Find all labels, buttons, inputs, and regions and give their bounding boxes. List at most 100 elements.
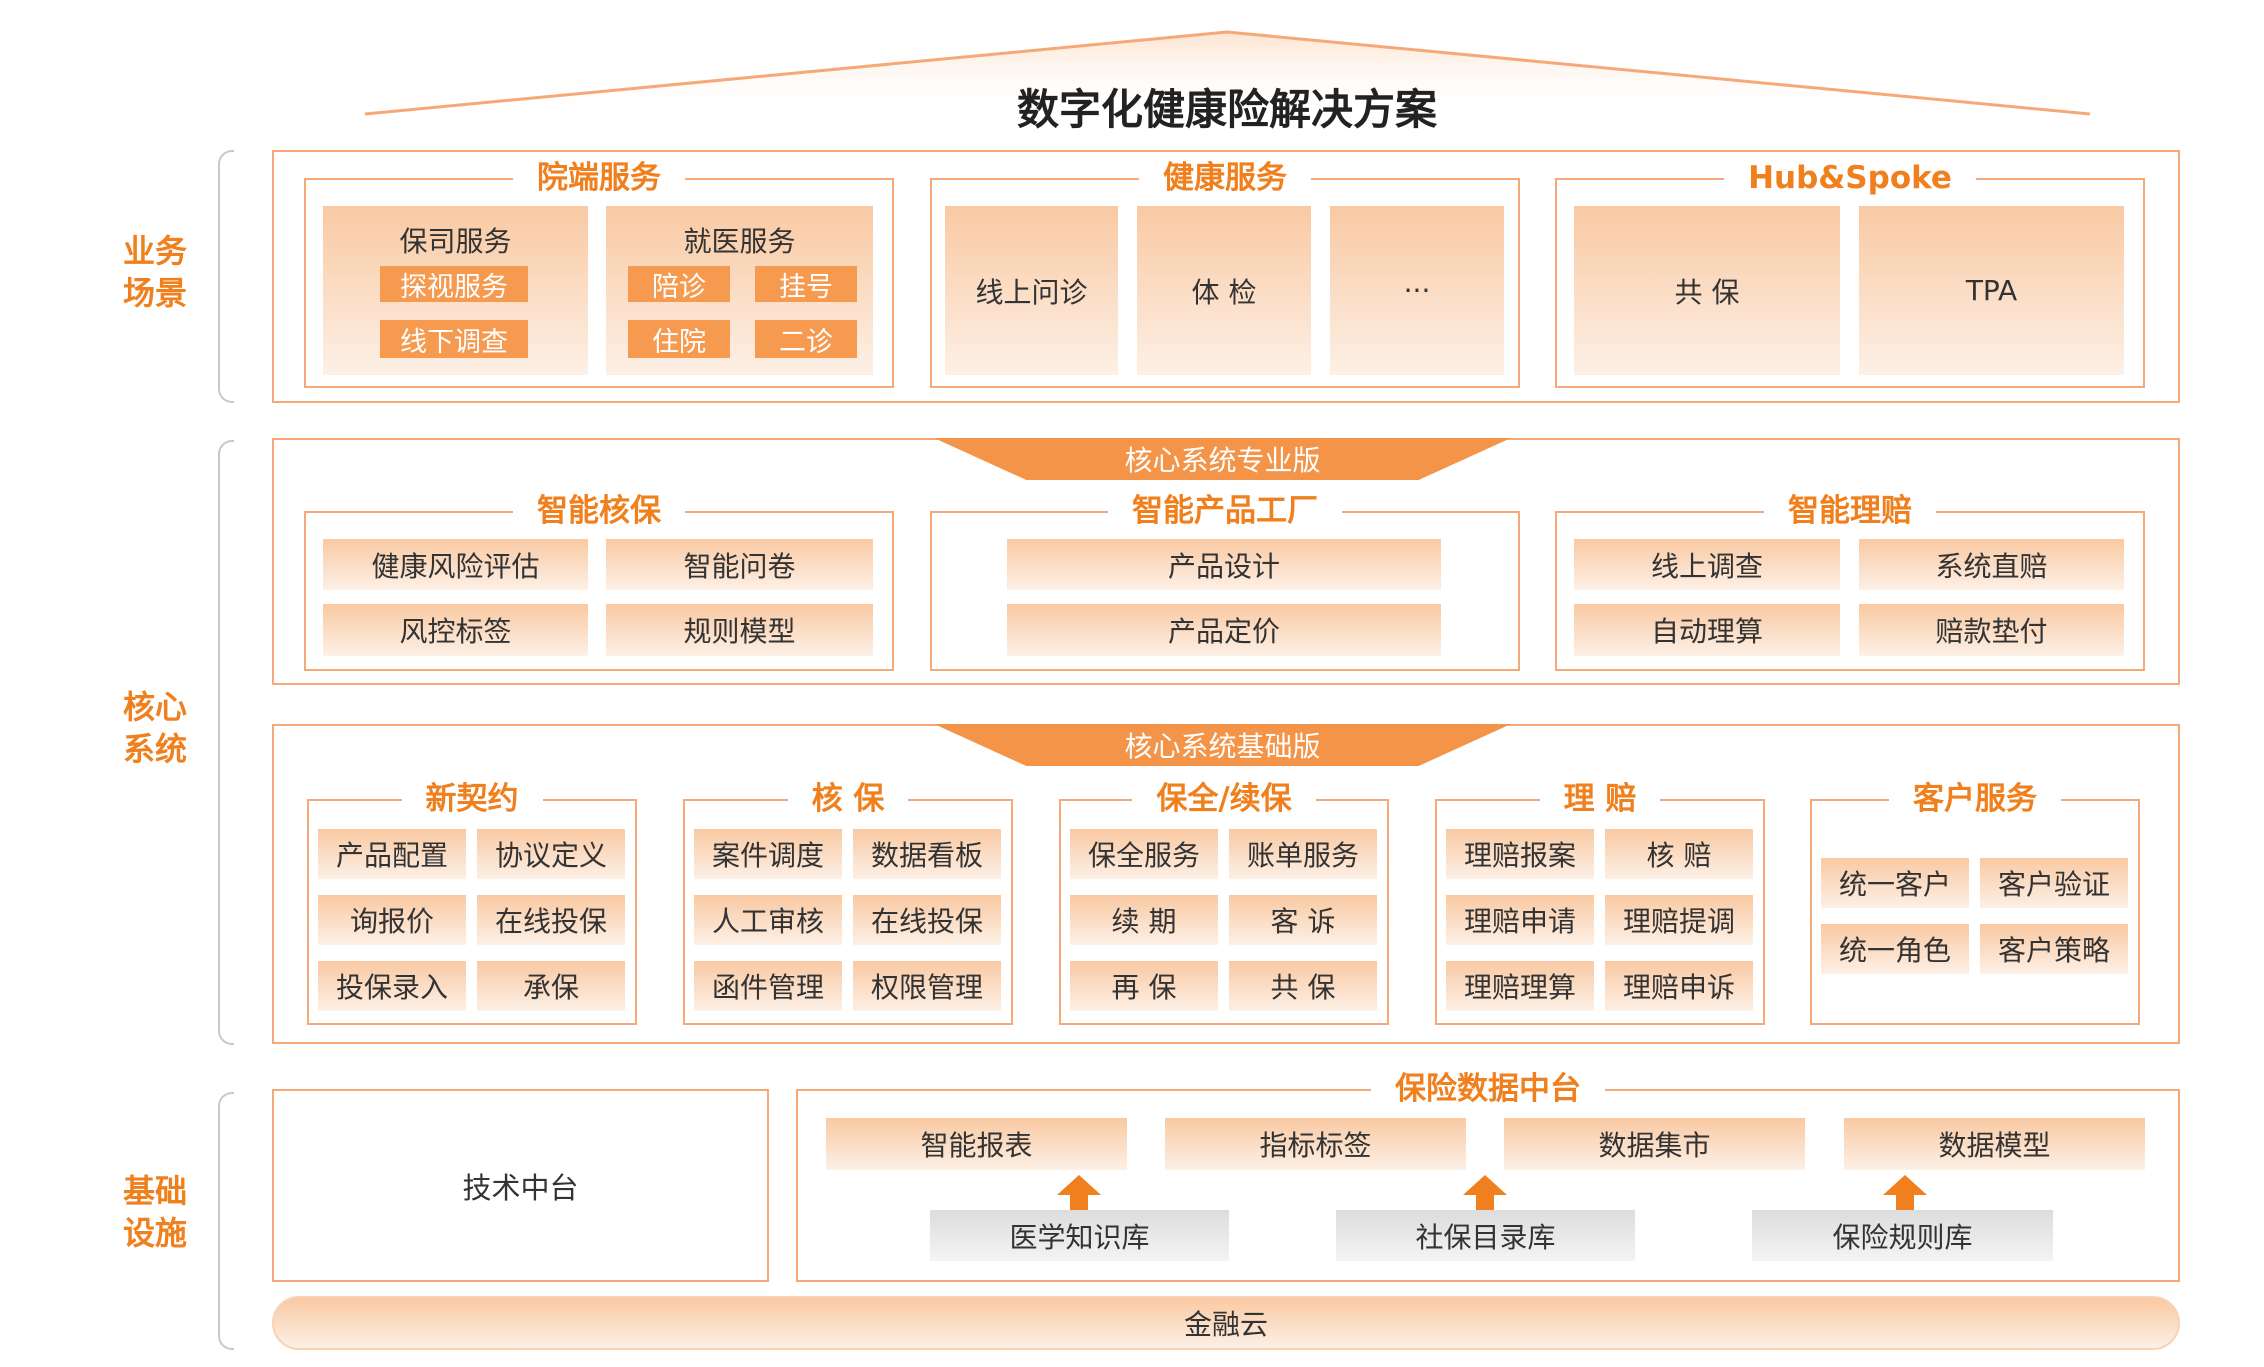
card[interactable]: 指标标签 [1165,1118,1466,1170]
base-group: 客户服务 [1810,781,2140,1025]
tag[interactable]: 二诊 [755,320,857,358]
brace [218,1092,234,1350]
label-infra: 基础 设施 [122,1172,187,1252]
tag[interactable]: 线下调查 [380,320,528,358]
tag[interactable]: 住院 [628,320,730,358]
card[interactable]: 协议定义 [477,829,625,879]
group-title: 新契约 [401,781,543,817]
tech-platform[interactable]: 技术中台 [272,1089,769,1282]
smart-underwriting: 智能核保 [304,493,894,671]
card[interactable]: 案件调度 [694,829,842,879]
group-title: 健康服务 [1139,160,1311,196]
card[interactable]: 共 保 [1574,206,1840,375]
source-box[interactable]: 医学知识库 [930,1210,1229,1261]
core-pro-banner: 核心系统专业版 [934,438,1511,480]
card[interactable]: 承保 [477,961,625,1011]
base-group: 保全/续保 [1059,781,1389,1025]
group-title: 理 赔 [1539,781,1661,817]
card[interactable]: 权限管理 [853,961,1001,1011]
arrow-up-icon [1883,1175,1927,1211]
group-title: 核 保 [787,781,909,817]
card[interactable]: 再 保 [1070,961,1218,1011]
card[interactable]: 在线投保 [477,895,625,945]
card[interactable]: 数据看板 [853,829,1001,879]
smart-claims: 智能理赔 [1555,493,2145,671]
card[interactable]: 智能问卷 [606,539,873,590]
tag[interactable]: 陪诊 [628,266,730,303]
tag[interactable]: 探视服务 [380,266,528,303]
card[interactable]: 续 期 [1070,895,1218,945]
health-services: 健康服务 [930,160,1520,388]
group-title: 智能核保 [513,493,685,529]
card[interactable]: 保全服务 [1070,829,1218,879]
group-title: 客户服务 [1889,781,2061,817]
card[interactable]: 线上问诊 [945,206,1118,375]
card[interactable]: 理赔申诉 [1605,961,1753,1011]
card[interactable]: 智能报表 [826,1118,1127,1170]
card-title: 保司服务 [399,225,512,258]
card[interactable]: ··· [1330,206,1504,375]
card[interactable]: 在线投保 [853,895,1001,945]
card[interactable]: 系统直赔 [1859,539,2124,590]
finance-cloud[interactable]: 金融云 [272,1296,2180,1350]
card[interactable]: 产品定价 [1007,604,1441,656]
group-title: 智能产品工厂 [1108,493,1342,529]
card[interactable]: 产品配置 [318,829,466,879]
card[interactable]: 理赔报案 [1446,829,1594,879]
hub-spoke: Hub&Spoke [1555,160,2145,388]
card[interactable]: 客户验证 [1980,858,2128,908]
card[interactable]: 规则模型 [606,604,873,656]
data-platform: 保险数据中台 [796,1071,2180,1282]
group-title: 智能理赔 [1764,493,1936,529]
brace [218,440,234,1045]
card[interactable]: TPA [1859,206,2124,375]
card[interactable]: 账单服务 [1229,829,1377,879]
source-box[interactable]: 保险规则库 [1752,1210,2053,1261]
brace [218,150,234,403]
card[interactable]: 人工审核 [694,895,842,945]
card[interactable]: 健康风险评估 [323,539,588,590]
card[interactable]: 风控标签 [323,604,588,656]
roof-decoration [364,30,2091,116]
card[interactable]: 统一客户 [1821,858,1969,908]
card[interactable]: 数据模型 [1844,1118,2145,1170]
arrow-up-icon [1463,1175,1507,1211]
card[interactable]: 投保录入 [318,961,466,1011]
base-group: 核 保 [683,781,1013,1025]
card[interactable]: 询报价 [318,895,466,945]
card[interactable]: 体 检 [1137,206,1311,375]
group-title: 院端服务 [513,160,685,196]
group-title: 保险数据中台 [1371,1071,1605,1107]
group-title: 保全/续保 [1132,781,1316,817]
card[interactable]: 函件管理 [694,961,842,1011]
label-core: 核心 系统 [122,688,187,768]
card-title: 就医服务 [683,225,796,258]
hospital-services: 院端服务 [304,160,894,388]
card[interactable]: 线上调查 [1574,539,1840,590]
card[interactable]: 核 赔 [1605,829,1753,879]
card[interactable]: 统一角色 [1821,924,1969,974]
tech-platform-label: 技术中台 [462,1170,579,1205]
page-title: 数字化健康险解决方案 [1016,85,1437,134]
card[interactable]: 客户策略 [1980,924,2128,974]
card[interactable]: 理赔申请 [1446,895,1594,945]
business-section [272,150,2180,403]
card[interactable]: 共 保 [1229,961,1377,1011]
card[interactable]: 数据集市 [1504,1118,1805,1170]
label-business: 业务 场景 [122,232,187,312]
arrow-up-icon [1057,1175,1101,1211]
card[interactable]: 赔款垫付 [1859,604,2124,656]
card[interactable]: 产品设计 [1007,539,1441,590]
card[interactable]: 客 诉 [1229,895,1377,945]
card[interactable]: 理赔提调 [1605,895,1753,945]
core-base-banner: 核心系统基础版 [934,724,1511,766]
smart-product-factory: 智能产品工厂 [930,493,1520,671]
card[interactable]: 理赔理算 [1446,961,1594,1011]
finance-cloud-label: 金融云 [1183,1308,1268,1341]
tag[interactable]: 挂号 [755,266,857,303]
card[interactable]: 自动理算 [1574,604,1840,656]
base-group: 理 赔 [1435,781,1765,1025]
base-group: 新契约 [307,781,637,1025]
group-title: Hub&Spoke [1724,160,1976,196]
source-box[interactable]: 社保目录库 [1336,1210,1635,1261]
